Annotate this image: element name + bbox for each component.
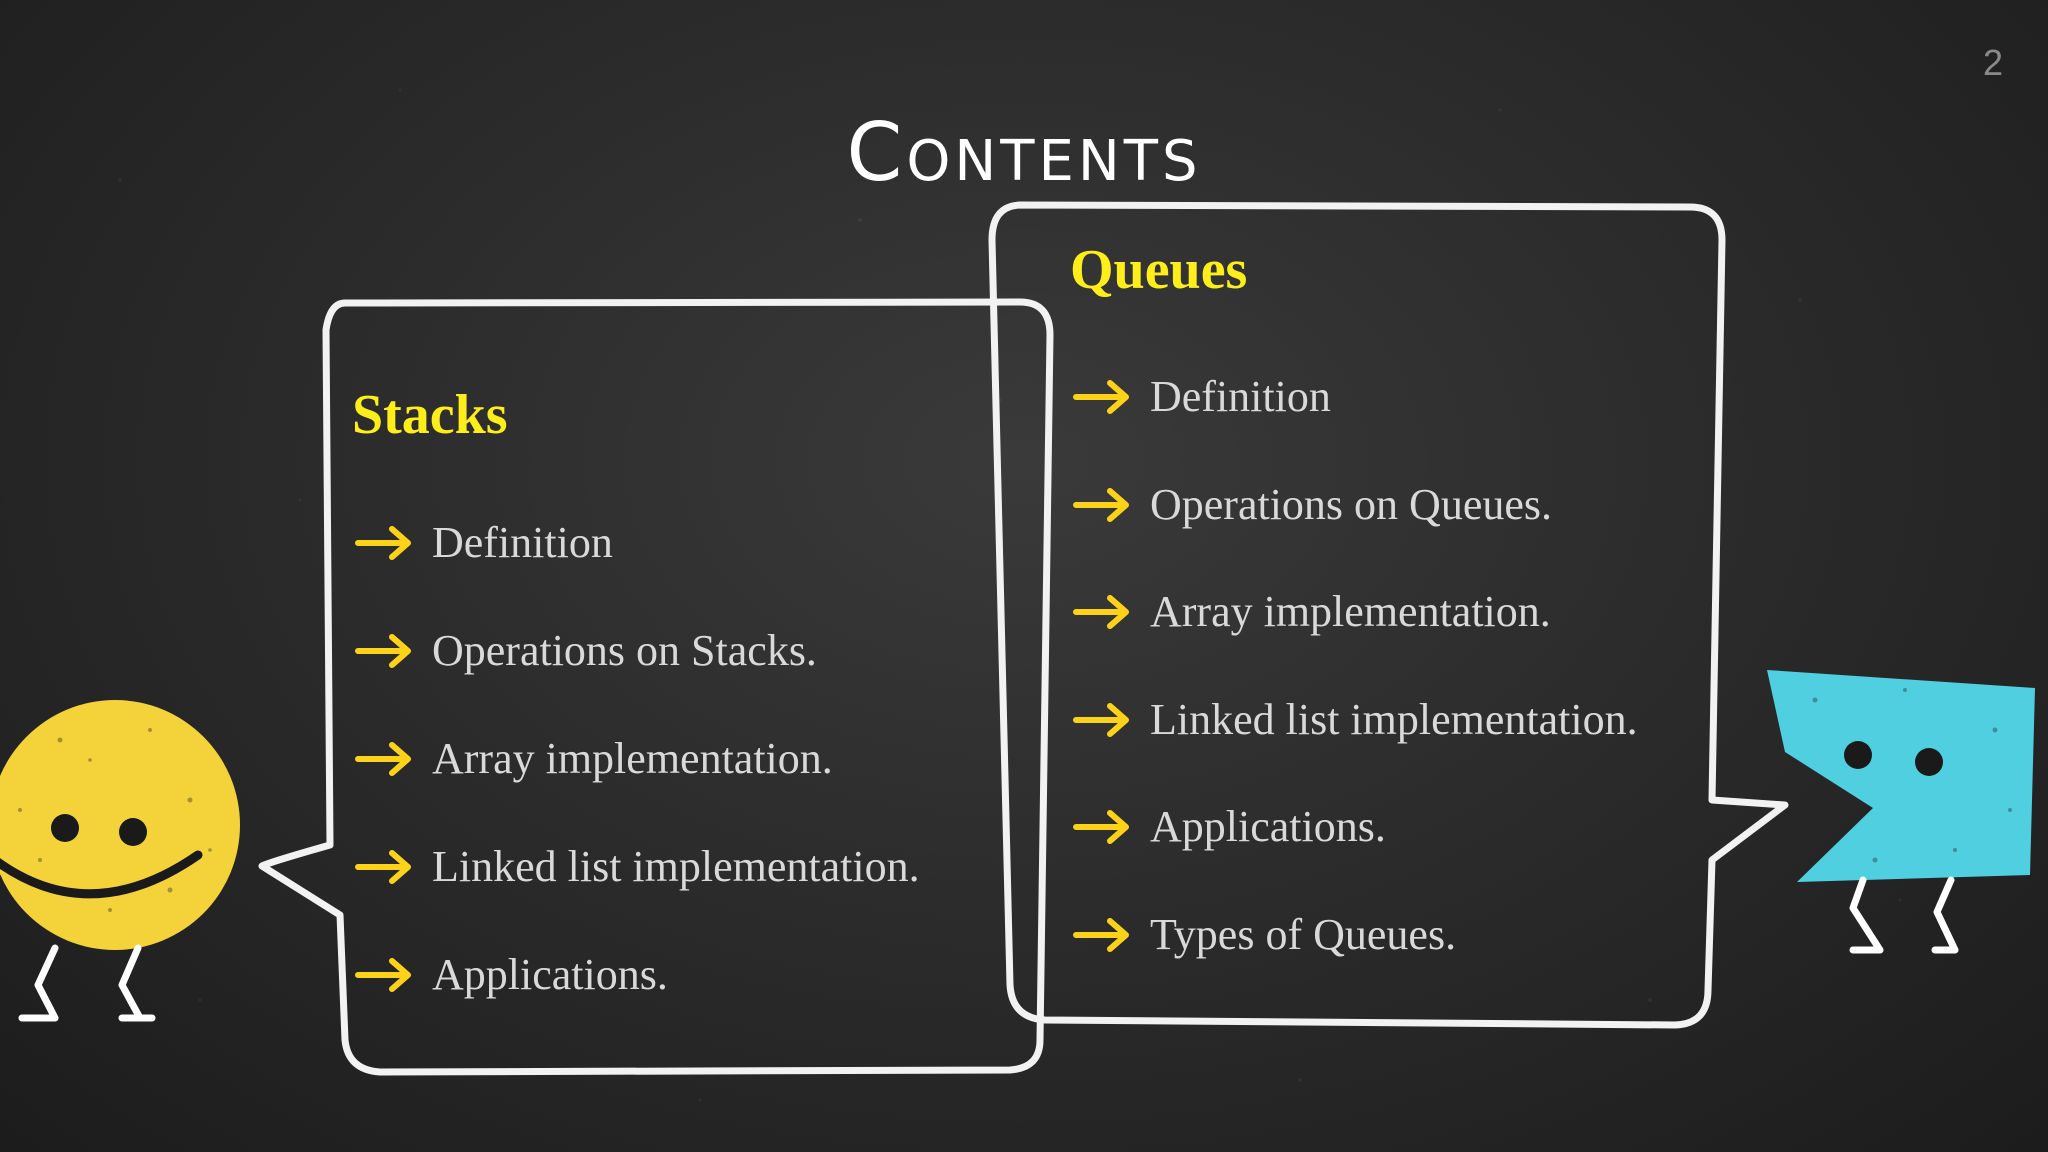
left-eye — [51, 814, 79, 842]
queues-speech-bubble — [988, 201, 1789, 1029]
right-arrow-icon — [355, 849, 411, 884]
list-item: Operations on Queues. — [1070, 451, 1730, 559]
list-item-label: Array implementation. — [1150, 587, 1551, 637]
left-leg — [18, 944, 59, 1022]
yellow-smiley-character — [0, 700, 240, 1022]
list-item-label: Linked list implementation. — [1150, 694, 1638, 744]
list-item: Definition — [352, 489, 1032, 597]
list-item-label: Operations on Queues. — [1150, 479, 1553, 529]
list-item-label: Applications. — [1150, 802, 1386, 852]
right-arrow-icon — [1073, 487, 1129, 522]
list-item-label: Linked list implementation. — [432, 841, 920, 891]
queues-heading: Queues — [1070, 239, 1248, 301]
list-item: Operations on Stacks. — [352, 597, 1032, 705]
right-arrow-icon — [1073, 917, 1129, 952]
list-item: Applications. — [352, 921, 1032, 1029]
slide-title: Contents — [846, 105, 1202, 199]
right-arrow-icon — [355, 525, 411, 560]
stacks-heading: Stacks — [352, 384, 508, 446]
list-item-label: Array implementation. — [432, 733, 833, 783]
left-eye — [1844, 741, 1872, 769]
stacks-speech-bubble — [258, 298, 1054, 1076]
queues-list: Definition Operations on Queues. Array i… — [1070, 344, 1730, 989]
right-arrow-icon — [1073, 702, 1129, 737]
list-item: Applications. — [1070, 774, 1730, 882]
list-item: Linked list implementation. — [1070, 666, 1730, 774]
right-leg — [1931, 876, 1959, 954]
list-item: Types of Queues. — [1070, 881, 1730, 989]
list-item: Array implementation. — [1070, 559, 1730, 667]
list-item-label: Operations on Stacks. — [432, 625, 817, 675]
smile — [0, 850, 203, 899]
queues-panel: Queues Definition Operations on Queues. … — [1070, 239, 1730, 989]
right-arrow-icon — [1073, 810, 1129, 845]
list-item: Linked list implementation. — [352, 813, 1032, 921]
list-item-label: Types of Queues. — [1150, 909, 1457, 959]
stacks-list: Definition Operations on Stacks. Array i… — [352, 489, 1032, 1029]
right-arrow-icon — [1073, 380, 1129, 415]
right-leg — [118, 944, 156, 1022]
blue-talking-character — [1767, 670, 2035, 954]
stacks-panel: Stacks Definition Operations on Stacks. … — [352, 384, 1032, 1029]
right-arrow-icon — [355, 633, 411, 668]
list-item-label: Definition — [432, 517, 613, 567]
right-arrow-icon — [355, 957, 411, 992]
right-arrow-icon — [1073, 595, 1129, 630]
right-arrow-icon — [355, 741, 411, 776]
right-eye — [1915, 748, 1943, 776]
list-item: Array implementation. — [352, 705, 1032, 813]
list-item-label: Applications. — [432, 949, 668, 999]
page-number: 2 — [1982, 42, 2003, 83]
right-eye — [119, 818, 147, 846]
left-leg — [1849, 876, 1884, 954]
list-item-label: Definition — [1150, 372, 1331, 422]
list-item: Definition — [1070, 344, 1730, 452]
